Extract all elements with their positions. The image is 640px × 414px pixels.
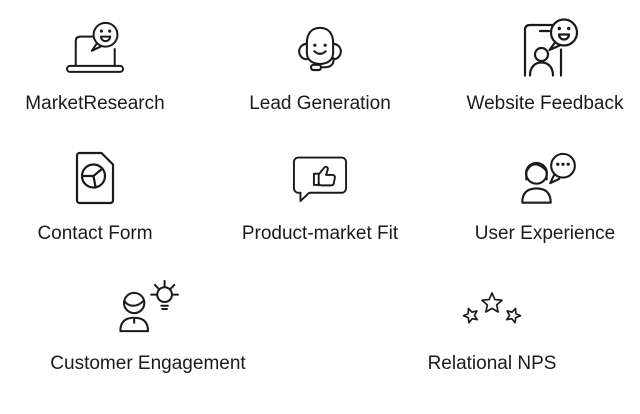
tile-relational-nps[interactable]: Relational NPS [344,266,640,396]
tile-label: User Experience [474,223,616,244]
thumbs-up-bubble-icon [287,136,353,220]
tile-label: Contact Form [37,223,153,244]
tile-website-feedback[interactable]: Website Feedback [450,6,640,136]
tile-market-research[interactable]: MarketResearch [0,6,190,136]
tile-customer-engagement[interactable]: Customer Engagement [0,266,296,396]
survey-type-grid: MarketResearch Lead Generation [0,6,640,396]
tile-label: Website Feedback [466,93,624,114]
tile-contact-form[interactable]: Contact Form [0,136,190,266]
tile-label: Lead Generation [249,93,391,114]
tile-label: Customer Engagement [50,353,246,374]
tile-label: MarketResearch [25,93,165,114]
grid-row-3: Customer Engagement Relational NPS [0,266,640,396]
three-stars-icon [459,266,525,350]
document-pie-icon [63,136,127,220]
tile-user-experience[interactable]: User Experience [450,136,640,266]
support-headset-icon [290,6,350,90]
tile-lead-generation[interactable]: Lead Generation [190,6,450,136]
person-chat-dots-icon [509,136,581,220]
tile-product-market-fit[interactable]: Product-market Fit [190,136,450,266]
tile-label: Relational NPS [427,353,557,374]
laptop-smiley-icon [62,6,128,90]
grid-row-1: MarketResearch Lead Generation [0,6,640,136]
tile-label: Product-market Fit [241,223,399,244]
person-lightbulb-icon [111,266,185,350]
grid-row-2: Contact Form Product-market Fit [0,136,640,266]
phone-smiley-icon [509,6,581,90]
